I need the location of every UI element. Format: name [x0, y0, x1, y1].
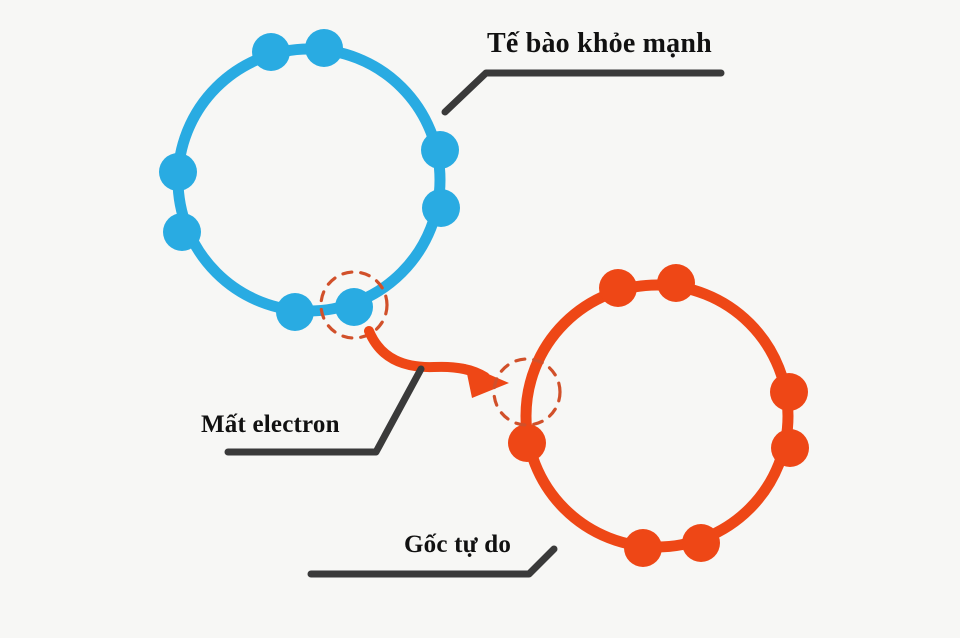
healthy-cell-electron [276, 293, 314, 331]
free-radical-electron [770, 373, 808, 411]
free-radical-electron [599, 269, 637, 307]
label-healthy-cell: Tế bào khỏe mạnh [487, 28, 712, 59]
healthy-cell-electron [421, 131, 459, 169]
healthy-cell-electron-transferring [335, 288, 373, 326]
healthy-cell-electron [252, 33, 290, 71]
label-free-radical: Gốc tự do [404, 531, 512, 558]
electron-vacancy-dashed-circle [492, 357, 562, 427]
free-radical-group [492, 264, 809, 567]
leader-lines [224, 69, 725, 578]
free-radical-electron [624, 529, 662, 567]
healthy-cell-electron [305, 29, 343, 67]
leader-line-free-radical [307, 545, 558, 578]
electron-transfer-arrow [364, 326, 509, 398]
electron-transfer-arrow-head [465, 364, 509, 398]
healthy-cell-electron [159, 153, 197, 191]
leader-line-healthy-cell [441, 69, 725, 116]
label-lose-electron: Mất electron [201, 411, 340, 438]
free-radical-electron [657, 264, 695, 302]
free-radical-electron [771, 429, 809, 467]
healthy-cell-group [159, 29, 460, 340]
healthy-cell-electrons [159, 29, 460, 331]
leader-line-lose-electron [224, 365, 425, 456]
healthy-cell-electron [422, 189, 460, 227]
free-radical-electrons [508, 264, 809, 567]
free-radical-ring [520, 279, 794, 553]
electron-highlight-dashed-circle [319, 270, 389, 340]
free-radical-electron [508, 424, 546, 462]
healthy-cell-electron [163, 213, 201, 251]
healthy-cell-ring [172, 43, 446, 317]
free-radical-electron [682, 524, 720, 562]
